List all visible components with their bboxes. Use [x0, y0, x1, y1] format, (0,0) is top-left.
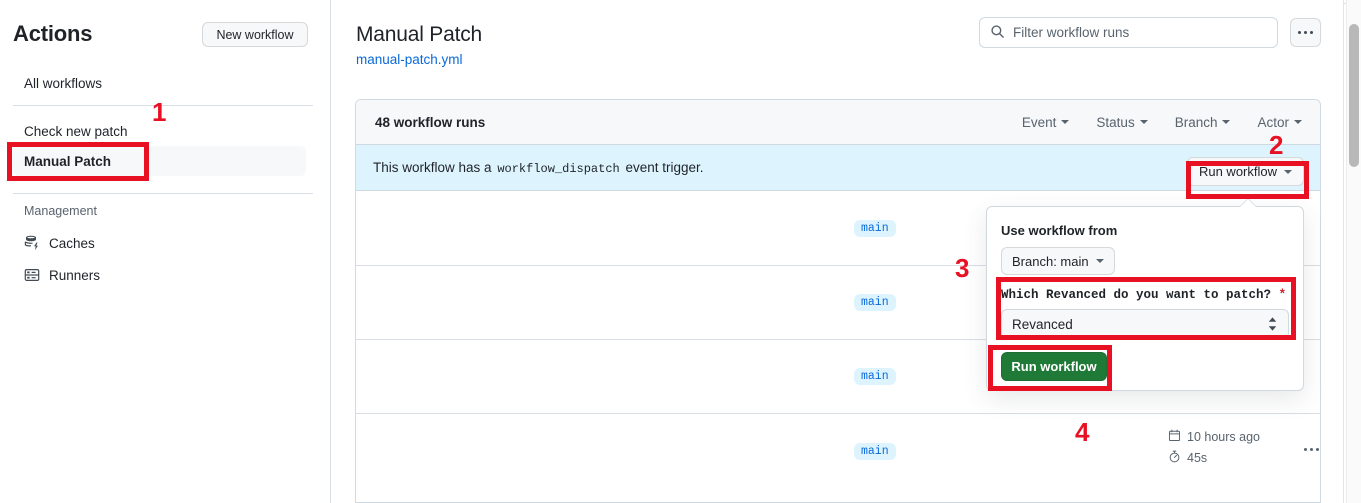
run-workflow-dropdown-panel: Use workflow from Branch: main Which Rev…	[986, 199, 1304, 391]
sidebar-item-manual-patch[interactable]: Manual Patch	[8, 146, 306, 176]
run-workflow-submit-button[interactable]: Run workflow	[1001, 352, 1107, 381]
new-workflow-button[interactable]: New workflow	[202, 22, 308, 47]
run-duration-label: 45s	[1187, 451, 1208, 465]
sidebar-item-runners-label: Runners	[49, 267, 101, 283]
runs-header: 48 workflow runs Event Status Branch	[356, 100, 1320, 145]
sidebar: Actions New workflow All workflows Check…	[0, 0, 330, 503]
main-content: Manual Patch manual-patch.yml 48 workflo…	[331, 0, 1343, 503]
workflow-input-value: Revanced	[1012, 316, 1073, 332]
branch-badge[interactable]: main	[854, 442, 896, 460]
runs-count-label: 48 workflow runs	[375, 114, 486, 130]
workflow-input-label-text: Which Revanced do you want to patch?	[1001, 288, 1272, 302]
chevron-down-icon	[1095, 259, 1104, 263]
server-rack-icon	[24, 267, 40, 283]
table-row[interactable]: main	[356, 192, 1320, 266]
workflow-dispatch-banner: This workflow has a workflow_dispatch ev…	[356, 145, 1320, 191]
sidebar-divider-2	[13, 193, 313, 194]
database-cache-icon	[24, 235, 40, 251]
branch-badge[interactable]: main	[854, 294, 896, 311]
filter-event[interactable]: Event	[1022, 115, 1070, 130]
run-workflow-dropdown-button[interactable]: Run workflow	[1186, 157, 1304, 186]
sidebar-item-caches-label: Caches	[49, 235, 95, 251]
dropdown-caret-icon	[1240, 199, 1256, 207]
filter-actor[interactable]: Actor	[1257, 115, 1302, 130]
workflow-input-label: Which Revanced do you want to patch? *	[1001, 288, 1286, 302]
page-title-actions: Actions	[13, 21, 93, 46]
branch-selector-label: Branch: main	[1012, 253, 1089, 269]
use-workflow-from-label: Use workflow from	[1001, 223, 1118, 238]
dispatch-event-code: workflow_dispatch	[497, 161, 620, 176]
new-workflow-label: New workflow	[216, 27, 294, 42]
sidebar-item-all-workflows[interactable]: All workflows	[24, 76, 103, 91]
search-icon	[990, 24, 1005, 42]
branch-badge[interactable]: main	[854, 368, 896, 385]
workflow-input-select[interactable]: Revanced	[1001, 309, 1289, 339]
dispatch-text-before: This workflow has a	[373, 159, 492, 175]
workflow-file-link[interactable]: manual-patch.yml	[356, 52, 463, 67]
workflow-runs-card: 48 workflow runs Event Status Branch	[355, 99, 1321, 503]
sidebar-section-management: Management	[24, 204, 97, 218]
scrollbar-thumb[interactable]	[1349, 24, 1359, 167]
stopwatch-icon	[1168, 450, 1181, 466]
kebab-dot	[1298, 31, 1301, 34]
workflow-runs-list: main main main	[356, 192, 1320, 488]
chevron-down-icon	[1222, 120, 1231, 124]
kebab-dot	[1310, 31, 1313, 34]
sidebar-item-caches[interactable]: Caches	[24, 235, 95, 251]
table-row[interactable]: main	[356, 266, 1320, 340]
kebab-dot	[1310, 448, 1313, 451]
search-input[interactable]	[1013, 25, 1267, 40]
run-timestamp-label: 10 hours ago	[1187, 430, 1260, 444]
sidebar-divider-1	[13, 105, 313, 106]
chevron-down-icon	[1284, 169, 1292, 174]
search-box[interactable]	[979, 17, 1278, 48]
chevron-down-icon	[1294, 120, 1302, 124]
workflow-title: Manual Patch	[356, 23, 483, 46]
run-workflow-dropdown-label: Run workflow	[1198, 164, 1277, 179]
sidebar-item-runners[interactable]: Runners	[24, 267, 100, 283]
runs-filters: Event Status Branch Actor	[1022, 115, 1302, 130]
sidebar-item-manual-patch-label: Manual Patch	[24, 153, 112, 169]
run-duration: 45s	[1168, 450, 1260, 466]
content-right-edge	[1343, 0, 1344, 503]
kebab-dot	[1304, 31, 1307, 34]
run-timestamp: 10 hours ago	[1168, 429, 1260, 445]
branch-selector-button[interactable]: Branch: main	[1001, 247, 1115, 275]
filter-status[interactable]: Status	[1096, 114, 1148, 130]
calendar-icon	[1168, 429, 1181, 445]
run-meta: 10 hours ago 45s	[1168, 429, 1260, 466]
filter-status-label: Status	[1096, 114, 1135, 130]
table-row[interactable]: main 10 hours ago	[356, 414, 1320, 488]
scrollbar-track[interactable]	[1346, 0, 1361, 503]
stepper-icon	[1267, 316, 1278, 332]
filter-branch[interactable]: Branch	[1175, 115, 1231, 130]
filter-actor-label: Actor	[1257, 114, 1289, 130]
kebab-dot	[1304, 448, 1307, 451]
run-workflow-submit-label: Run workflow	[1011, 359, 1097, 374]
dispatch-message: This workflow has a workflow_dispatch ev…	[373, 160, 704, 176]
sidebar-vertical-divider	[330, 0, 331, 503]
dispatch-text-after: event trigger.	[625, 159, 704, 175]
filter-event-label: Event	[1021, 114, 1057, 130]
filter-branch-label: Branch	[1174, 114, 1218, 130]
required-marker: *	[1278, 288, 1287, 302]
row-more-options-button[interactable]	[1304, 448, 1319, 451]
branch-badge[interactable]: main	[854, 220, 896, 237]
chevron-down-icon	[1139, 120, 1148, 124]
sidebar-item-check-new-patch[interactable]: Check new patch	[24, 124, 128, 139]
chevron-down-icon	[1061, 120, 1070, 124]
kebab-dot	[1316, 448, 1319, 451]
more-options-button[interactable]	[1290, 18, 1321, 47]
